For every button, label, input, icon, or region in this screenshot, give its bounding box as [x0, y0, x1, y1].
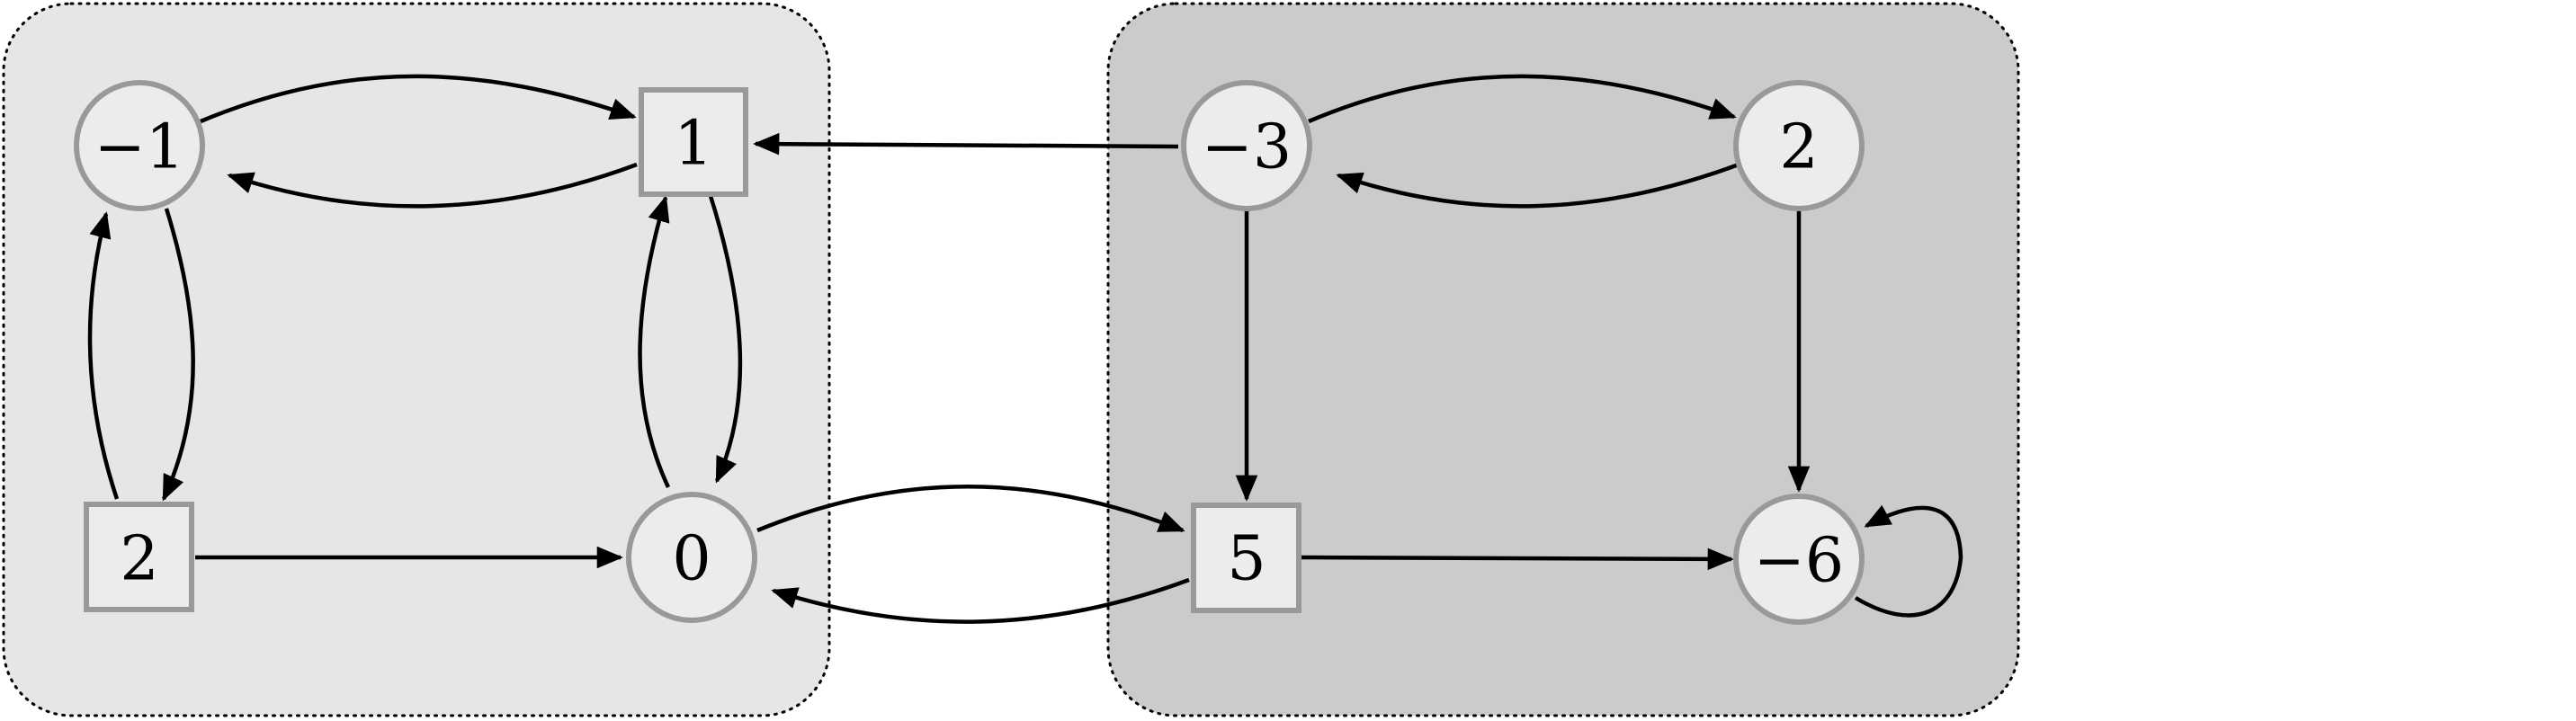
node-0: 0: [626, 492, 757, 623]
node-2-label: 2: [120, 524, 158, 595]
edge-neg1-to-2: [161, 208, 195, 502]
edge-neg3-to-2b: [1308, 74, 1737, 124]
edge-0-to-1: [638, 195, 671, 488]
node-1: 1: [639, 87, 748, 197]
edge-neg6-self-loop: [1854, 504, 1963, 618]
edge-5-to-neg6: [1301, 547, 1734, 571]
edge-2-to-neg1: [87, 211, 120, 500]
edges: [87, 74, 1963, 624]
node-neg1-label: −1: [94, 112, 184, 183]
edge-1-to-neg1: [227, 162, 638, 209]
node-5-label: 5: [1227, 524, 1266, 595]
node-neg6-label: −6: [1754, 526, 1844, 597]
edge-0-to-5: [756, 485, 1185, 533]
edge-neg1-to-1: [200, 74, 637, 124]
node-neg3-label: −3: [1202, 112, 1292, 183]
node-neg1: −1: [74, 80, 205, 211]
nodes: −1 1 2 0 −3 2 5 −6: [74, 80, 1865, 625]
node-2b: 2: [1733, 80, 1865, 211]
left-region: [2, 2, 831, 717]
edge-2b-to-neg3: [1336, 162, 1740, 209]
node-0-label: 0: [672, 524, 711, 595]
node-1-label: 1: [674, 109, 712, 180]
node-5: 5: [1191, 503, 1301, 613]
node-neg6: −6: [1733, 494, 1865, 625]
node-2: 2: [84, 502, 194, 612]
node-2b-label: 2: [1779, 112, 1818, 183]
node-neg3: −3: [1181, 80, 1312, 211]
edge-5-to-0: [771, 577, 1190, 624]
edge-1-to-0: [708, 195, 743, 484]
edge-neg3-to-1: [753, 132, 1179, 156]
